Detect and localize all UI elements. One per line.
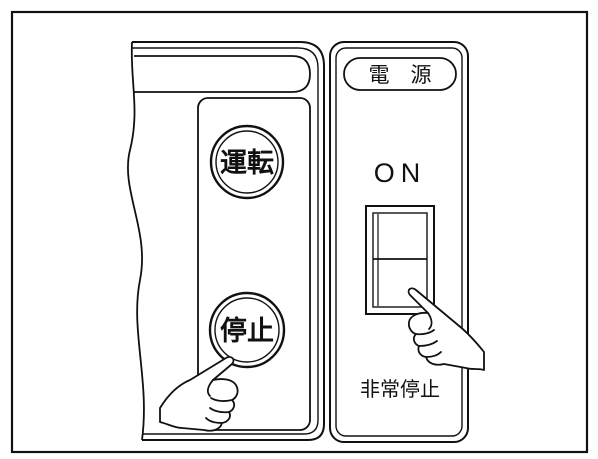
stop-button-label: 停止 xyxy=(220,315,274,346)
on-label: ON xyxy=(374,158,427,188)
panel-top-strip xyxy=(134,55,311,93)
panel-cut-edge xyxy=(127,41,145,441)
stop-button[interactable]: 停止 xyxy=(208,291,286,369)
panel-outline-outer xyxy=(132,41,325,441)
power-panel-inner xyxy=(335,47,463,437)
emergency-stop-label: 非常停止 xyxy=(360,378,440,401)
power-panel-outer xyxy=(329,41,469,443)
power-panel: 電 源 ON 非常停止 xyxy=(329,41,485,443)
panel-outline-inner xyxy=(132,47,319,435)
button-plate xyxy=(197,97,311,431)
outer-frame xyxy=(10,10,589,454)
power-title: 電 源 xyxy=(369,64,432,87)
power-title-plate: 電 源 xyxy=(343,57,457,91)
pointing-hand-icon xyxy=(159,356,239,432)
run-button-label: 運転 xyxy=(220,148,274,178)
run-button[interactable]: 運転 xyxy=(209,124,285,200)
machine-control-panel: 運転 停止 xyxy=(127,41,325,441)
pointing-hand-switch-icon xyxy=(407,287,485,371)
